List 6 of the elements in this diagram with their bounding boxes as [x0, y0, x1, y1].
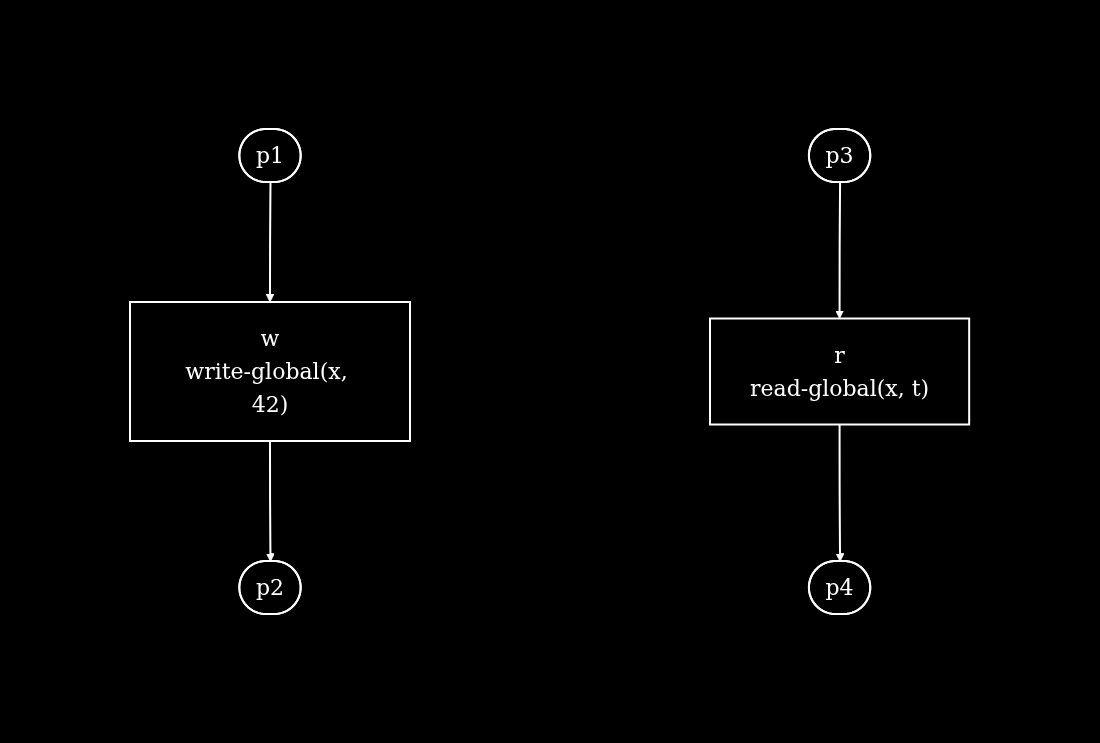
arrow: [266, 181, 275, 303]
arrow: [266, 440, 276, 562]
arrow: [835, 181, 845, 319]
arrow: [836, 423, 845, 562]
node-box: w write-global(x, 42): [129, 301, 412, 442]
node-box: r read-global(x, t): [709, 317, 971, 426]
